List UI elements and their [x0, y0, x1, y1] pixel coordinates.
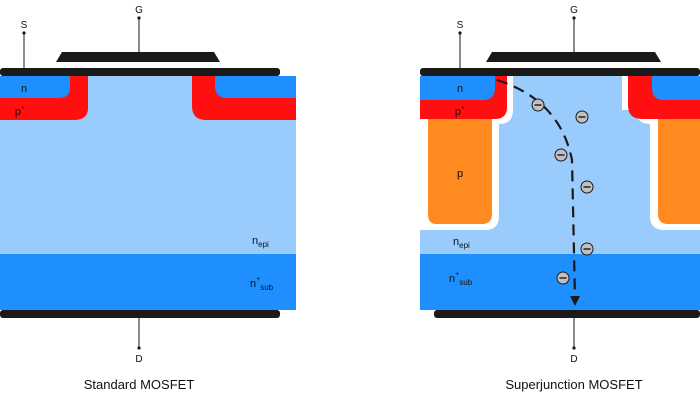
n-source-right-sj — [652, 76, 700, 100]
drain-metal-sj — [434, 310, 700, 318]
n-source-label-sj: n — [457, 83, 463, 95]
p-plus-label-base: p — [15, 106, 21, 118]
standard-mosfet-caption: Standard MOSFET — [84, 377, 195, 392]
source-metal-sj — [420, 68, 700, 76]
n-epi-label-base: n — [252, 235, 258, 247]
n-epi-label: nepi — [252, 235, 269, 249]
drain-lead-dot — [137, 346, 141, 350]
p-plus-label-sj-base: p — [455, 106, 461, 118]
electron-flow-arrowhead — [570, 296, 580, 306]
p-plus-label-sj: p+ — [455, 105, 465, 118]
n-epi-label-sj: nepi — [453, 236, 470, 250]
n-sub-label-sj-sub: sub — [459, 278, 472, 287]
p-plus-label-sj-sup: + — [461, 105, 465, 112]
superjunction-mosfet-device: S G D n p+ p nepi n+sub — [420, 5, 700, 365]
source-lead-dot-sj — [458, 31, 462, 35]
p-pillar-label: p — [457, 168, 463, 180]
n-source-left — [0, 76, 70, 98]
n-source-left-sj — [420, 76, 495, 100]
n-sub-label-sj: n+sub — [449, 271, 473, 287]
drain-lead-dot-sj — [572, 346, 576, 350]
n-source-label: n — [21, 83, 27, 95]
n-sub-label: n+sub — [250, 276, 274, 292]
drain-terminal-label-sj: D — [570, 354, 577, 365]
drain-terminal-label: D — [135, 354, 142, 365]
n-epi-label-sub: epi — [258, 240, 269, 249]
n-sub-label-sub: sub — [260, 283, 273, 292]
n-sub-label-base: n — [250, 278, 256, 290]
gate-terminal-label-sj: G — [570, 5, 578, 16]
n-sub-label-sj-base: n — [449, 273, 455, 285]
superjunction-mosfet-caption: Superjunction MOSFET — [505, 377, 642, 392]
n-epi-label-sj-base: n — [453, 236, 459, 248]
source-terminal-label-sj: S — [457, 20, 464, 31]
source-lead-dot — [22, 31, 26, 35]
gate-lead-dot — [137, 16, 141, 20]
p-pillar-right — [658, 118, 700, 224]
gate-electrode — [56, 52, 220, 62]
n-epi-label-sj-sub: epi — [459, 241, 470, 250]
gate-lead-dot-sj — [572, 16, 576, 20]
n-source-right — [215, 76, 296, 98]
gate-terminal-label: G — [135, 5, 143, 16]
source-terminal-label: S — [21, 20, 28, 31]
electron-flow-path — [496, 78, 577, 299]
p-plus-label: p+ — [15, 105, 25, 118]
standard-mosfet-device: S G D n p+ nepi n+sub — [0, 5, 296, 365]
source-metal — [0, 68, 280, 76]
n-sub-label-sup: + — [256, 276, 260, 283]
electron-group — [531, 98, 594, 285]
p-plus-label-sup: + — [21, 105, 25, 112]
n-sub-label-sj-sup: + — [455, 271, 459, 278]
n-plus-substrate — [0, 254, 296, 310]
gate-electrode-sj — [486, 52, 661, 62]
p-pillar-left — [428, 118, 492, 224]
drain-metal — [0, 310, 280, 318]
